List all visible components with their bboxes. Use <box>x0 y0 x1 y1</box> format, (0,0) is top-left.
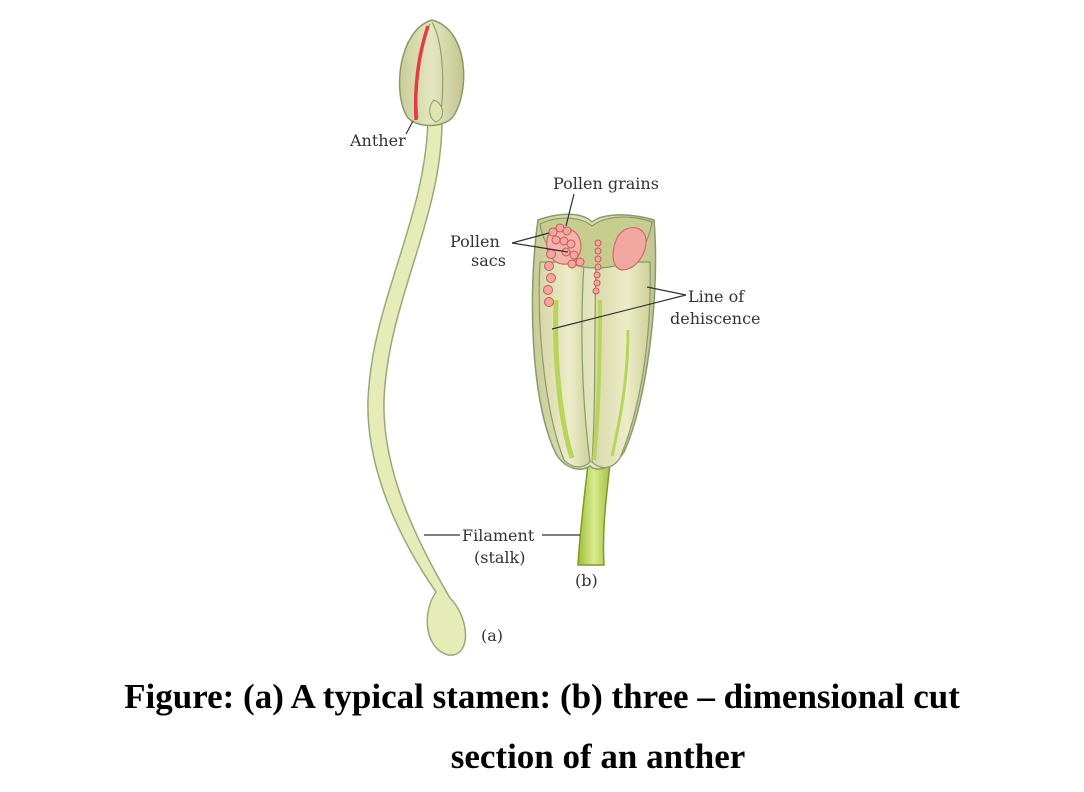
label-pollen-grains: Pollen grains <box>553 174 659 193</box>
label-filament-1: Filament <box>462 526 535 545</box>
label-pollen-sacs-2: sacs <box>471 251 506 270</box>
figure-caption-line-1: Figure: (a) A typical stamen: (b) three … <box>124 677 960 716</box>
dehiscence-line-a <box>413 25 430 121</box>
label-line-of-dehiscence-2: dehiscence <box>670 309 761 328</box>
label-pollen-sacs-1: Pollen <box>450 232 500 251</box>
stamen-diagram: Anther (a) <box>349 19 761 656</box>
figure-caption-line-2: section of an anther <box>450 737 746 776</box>
label-part-b: (b) <box>575 571 598 590</box>
typical-stamen: Anther (a) <box>349 19 503 656</box>
label-filament-2: (stalk) <box>474 548 525 567</box>
anther-bud <box>398 19 465 127</box>
pollen-grains <box>543 223 602 307</box>
anther-cross-section: Pollen grains Pollen sacs Line of dehisc… <box>424 174 761 590</box>
label-line-of-dehiscence-1: Line of <box>688 287 745 306</box>
pollen-sac-right <box>612 227 647 271</box>
label-part-a: (a) <box>481 626 503 645</box>
anther-filament <box>577 463 611 566</box>
stamen-filament <box>367 117 467 656</box>
label-anther: Anther <box>349 131 406 150</box>
